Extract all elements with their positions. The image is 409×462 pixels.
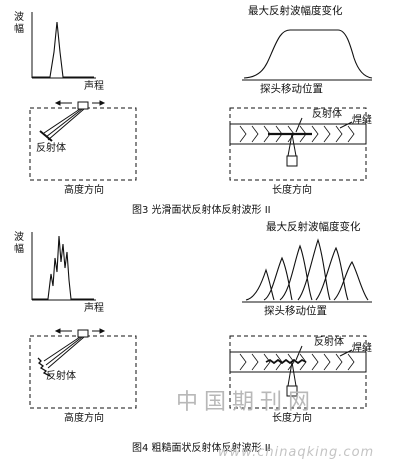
fig4-probe-position-label: 探头移动位置	[264, 305, 327, 317]
fig3-probe-left	[39, 100, 106, 142]
fig3-reflector-label-left: 反射体	[36, 143, 66, 154]
fig4-height-direction-label: 高度方向	[64, 413, 104, 424]
fig3-ascan-peak	[32, 21, 94, 78]
fig4-length-direction-label: 长度方向	[272, 413, 312, 424]
fig4-caption: 图4 粗糙面状反射体反射波形 II	[132, 443, 271, 454]
fig4-weld-label: 焊缝	[352, 343, 372, 354]
fig3-reflector-label-right: 反射体	[312, 109, 342, 120]
fig3-ascan-axes	[31, 12, 96, 79]
fig4-weld-band	[229, 349, 367, 373]
fig3-weld-band	[229, 121, 367, 145]
fig3-caption: 图3 光滑面状反射体反射波形 II	[132, 205, 271, 216]
fig3-echo-envelope	[243, 29, 373, 79]
fig3-length-direction-label: 长度方向	[272, 185, 312, 196]
fig3-probe-position-label: 探头移动位置	[260, 83, 323, 95]
fig4-max-echo-title: 最大反射波幅度变化	[266, 221, 361, 233]
fig4-path-axis-label: 声程	[84, 303, 104, 314]
fig4-reflector-label-left: 反射体	[46, 371, 76, 382]
fig4-ascan-peaks	[32, 235, 94, 300]
fig4-reflector-label-right: 反射体	[314, 337, 344, 348]
fig3-height-direction-label: 高度方向	[64, 185, 104, 196]
fig4-ascan-axes	[31, 232, 96, 301]
fig4-probe-left	[37, 328, 106, 377]
fig3-weld-label: 焊缝	[352, 115, 372, 126]
fig3-path-axis-label: 声程	[84, 81, 104, 92]
watermark-url: www.chinaqking.com	[218, 445, 375, 460]
watermark-text: 中国期刊网	[176, 390, 317, 415]
fig3-probe-right	[286, 117, 303, 167]
fig4-amp-axis-label: 波幅	[14, 232, 24, 255]
fig4-echo-envelope	[245, 238, 369, 301]
fig4-probe-right	[286, 345, 303, 397]
fig3-amp-axis-label: 波幅	[14, 12, 24, 35]
fig3-max-echo-title: 最大反射波幅度变化	[248, 5, 343, 17]
